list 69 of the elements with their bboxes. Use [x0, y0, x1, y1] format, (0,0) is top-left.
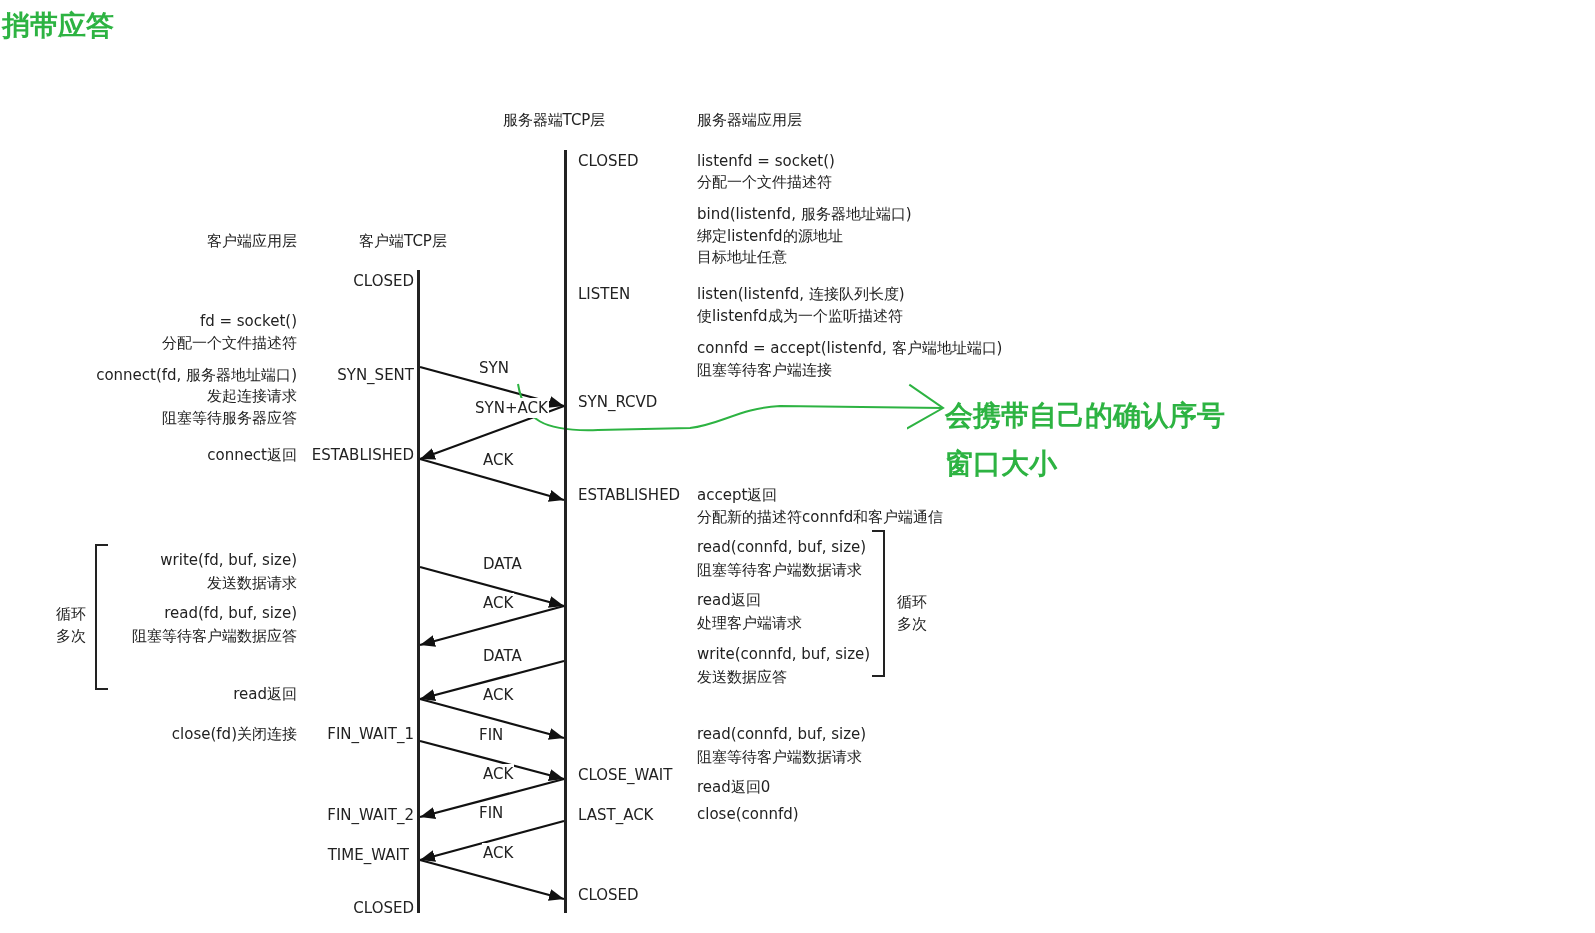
note-text: 窗口大小 — [945, 446, 1058, 482]
state-label: CLOSED — [578, 885, 639, 905]
note-text: 发送数据应答 — [697, 667, 787, 687]
note-text: 分配新的描述符connfd和客户端通信 — [697, 507, 944, 527]
state-label: ESTABLISHED — [578, 485, 681, 505]
call-text: close(connfd) — [697, 804, 799, 824]
loop-label: 循环多次 — [897, 592, 928, 635]
arrow — [419, 604, 565, 647]
arrow — [419, 457, 565, 502]
arrow — [419, 739, 565, 781]
note-text: 使listenfd成为一个监听描述符 — [697, 306, 903, 326]
call-text: bind(listenfd, 服务器地址端口) — [697, 204, 912, 224]
call-text: read(connfd, buf, size) — [697, 724, 867, 744]
call-text: close(fd)关闭连接 — [171, 724, 297, 744]
title: 捎带应答 — [2, 8, 114, 44]
call-text: write(fd, buf, size) — [160, 550, 297, 570]
state-label: SYN_RCVD — [578, 392, 658, 412]
note-text: 阻塞等待客户端数据请求 — [697, 560, 862, 580]
state-label: CLOSED — [353, 271, 414, 291]
lifeline-heading: 客户端TCP层 — [358, 231, 448, 251]
call-text: listenfd = socket() — [697, 151, 835, 171]
state-label: FIN_WAIT_1 — [327, 724, 414, 744]
state-label: LAST_ACK — [578, 805, 654, 825]
arrow — [419, 697, 565, 740]
arrow — [419, 659, 565, 701]
arrow — [419, 819, 565, 862]
call-text: fd = socket() — [199, 311, 297, 331]
state-label: TIME_WAIT — [327, 845, 409, 865]
call-text: read(fd, buf, size) — [164, 603, 297, 623]
arrow — [419, 365, 565, 408]
note-text: 阻塞等待服务器应答 — [162, 408, 297, 428]
note-text: 绑定listenfd的源地址 — [697, 226, 843, 246]
arrow — [419, 858, 565, 901]
lifeline-heading: 服务器端TCP层 — [501, 110, 607, 130]
arrow — [517, 383, 944, 432]
arrow — [419, 565, 565, 608]
call-text: accept返回 — [697, 485, 778, 505]
call-text: write(connfd, buf, size) — [697, 644, 871, 664]
note-text: 目标地址任意 — [697, 247, 787, 267]
state-label: CLOSED — [578, 151, 639, 171]
column-heading: 客户端应用层 — [207, 231, 297, 251]
edge-label: SYN+ACK — [474, 398, 549, 418]
call-text: read返回0 — [697, 777, 771, 797]
state-label: ESTABLISHED — [311, 445, 414, 465]
note-text: 会携带自己的确认序号 — [945, 398, 1226, 434]
state-label: CLOSE_WAIT — [578, 765, 673, 785]
call-text: connfd = accept(listenfd, 客户端地址端口) — [697, 338, 1003, 358]
state-label: LISTEN — [578, 284, 631, 304]
call-text: read(connfd, buf, size) — [697, 537, 867, 557]
call-text: read返回 — [697, 590, 761, 610]
note-text: 发送数据请求 — [207, 573, 297, 593]
call-text: listen(listenfd, 连接队列长度) — [697, 284, 905, 304]
state-label: FIN_WAIT_2 — [327, 805, 414, 825]
note-text: 阻塞等待客户端数据应答 — [132, 626, 297, 646]
note-text: 分配一个文件描述符 — [697, 172, 832, 192]
column-heading: 服务器端应用层 — [697, 110, 802, 130]
state-label: SYN_SENT — [337, 365, 414, 385]
arrow — [419, 404, 565, 461]
arrow — [419, 777, 565, 819]
call-text: connect返回 — [207, 445, 297, 465]
call-text: read返回 — [233, 684, 297, 704]
state-label: CLOSED — [353, 898, 414, 918]
call-text: connect(fd, 服务器地址端口) — [96, 365, 297, 385]
loop-label: 循环多次 — [56, 604, 87, 647]
note-text: 发起连接请求 — [207, 386, 297, 406]
note-text: 分配一个文件描述符 — [162, 333, 297, 353]
note-text: 阻塞等待客户端连接 — [697, 360, 832, 380]
note-text: 处理客户端请求 — [697, 613, 802, 633]
note-text: 阻塞等待客户端数据请求 — [697, 747, 862, 767]
